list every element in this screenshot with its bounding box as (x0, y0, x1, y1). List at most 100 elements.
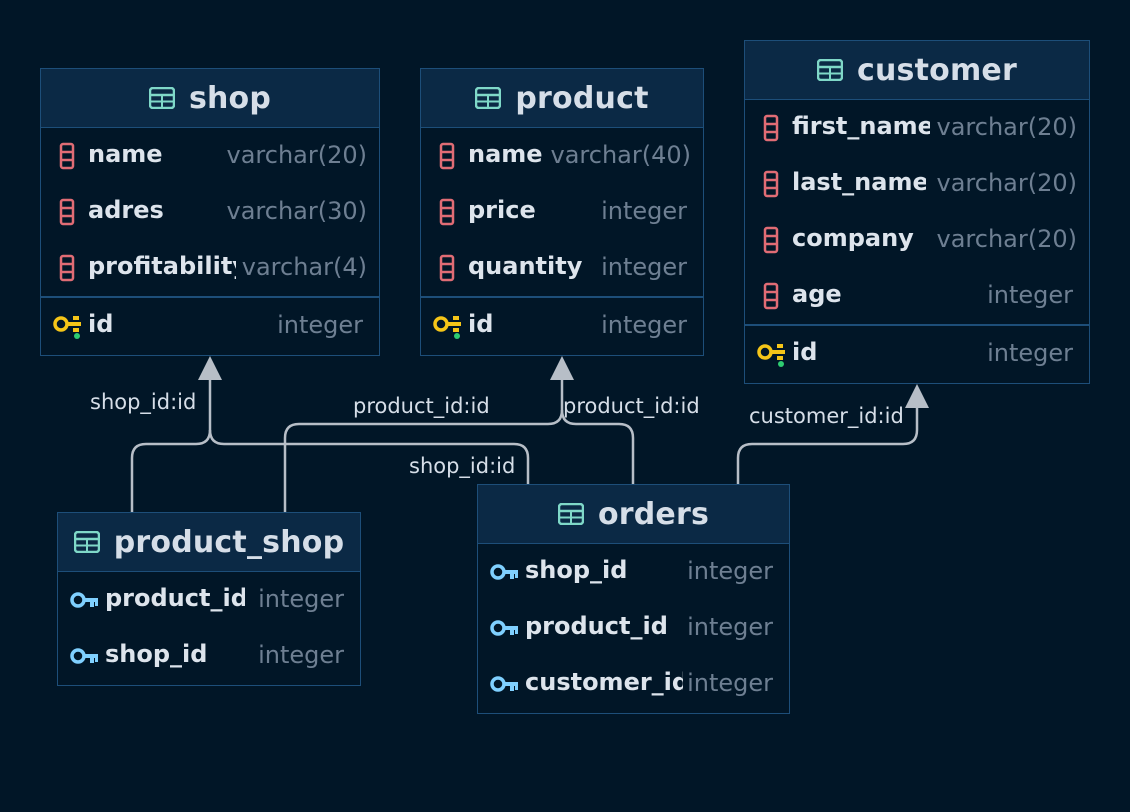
foreign-key-icon (70, 592, 98, 608)
column-icon (59, 198, 75, 226)
field-row[interactable]: shop_id integer (58, 628, 360, 684)
entity-shop[interactable]: shop name varchar(20) adres varchar(30) … (40, 68, 380, 356)
link-orders-to-product (560, 409, 635, 484)
column-icon (763, 170, 779, 198)
field-type: integer (987, 339, 1073, 367)
field-name: name (88, 140, 163, 168)
primary-key-row[interactable]: id integer (421, 296, 703, 356)
field-type: varchar(20) (936, 169, 1078, 197)
arrow-to-customer (905, 384, 929, 408)
entity-product[interactable]: product name varchar(40) price integer q… (420, 68, 704, 356)
entity-customer-header[interactable]: customer (745, 41, 1089, 100)
primary-key-row[interactable]: id integer (745, 324, 1089, 384)
field-type: integer (987, 281, 1073, 309)
field-type: integer (277, 311, 363, 339)
field-row[interactable]: profitability varchar(4) (41, 240, 379, 296)
field-name: product_id (525, 612, 668, 640)
field-type: varchar(20) (936, 113, 1078, 141)
field-type: varchar(30) (226, 197, 368, 225)
entity-shop-header[interactable]: shop (41, 69, 379, 128)
field-row[interactable]: price integer (421, 184, 703, 240)
field-name: customer_id (525, 668, 683, 696)
field-name: profitability (88, 252, 236, 280)
entity-orders-header[interactable]: orders (478, 485, 789, 544)
field-type: integer (601, 197, 687, 225)
entity-product-shop[interactable]: product_shop product_id integer shop_id … (57, 512, 361, 686)
entity-product-title: product (515, 80, 649, 116)
primary-key-icon (757, 344, 785, 367)
field-type: integer (687, 613, 773, 641)
entity-orders-title: orders (597, 496, 710, 532)
entity-customer[interactable]: customer first_name varchar(20) last_nam… (744, 40, 1090, 384)
table-grid-icon (73, 531, 100, 553)
field-type: varchar(4) (241, 253, 367, 281)
field-type: varchar(40) (550, 141, 692, 169)
field-row[interactable]: customer_id integer (478, 656, 789, 712)
entity-customer-title: customer (857, 52, 1017, 88)
field-type: varchar(20) (936, 225, 1078, 253)
column-icon (763, 114, 779, 142)
field-name: shop_id (105, 640, 208, 668)
relation-label-product-shop-shop: shop_id:id (90, 390, 197, 414)
field-row[interactable]: last_name varchar(20) (745, 156, 1089, 212)
field-name: id (88, 310, 114, 338)
column-icon (59, 142, 75, 170)
column-icon (763, 282, 779, 310)
field-row[interactable]: adres varchar(30) (41, 184, 379, 240)
relation-label-orders-product: product_id:id (563, 394, 700, 418)
column-icon (439, 142, 455, 170)
field-row[interactable]: name varchar(40) (421, 128, 703, 184)
field-type: integer (258, 641, 344, 669)
field-name: id (468, 310, 494, 338)
foreign-key-icon (490, 620, 518, 636)
relation-label-orders-customer: customer_id:id (749, 404, 904, 428)
field-name: company (792, 224, 914, 252)
primary-key-icon (53, 316, 81, 339)
table-grid-icon (817, 59, 844, 81)
field-row[interactable]: company varchar(20) (745, 212, 1089, 268)
table-grid-icon (475, 87, 502, 109)
field-type: integer (601, 253, 687, 281)
field-row[interactable]: product_id integer (58, 572, 360, 628)
entity-product-header[interactable]: product (421, 69, 703, 128)
field-type: integer (258, 585, 344, 613)
field-name: last_name (792, 168, 926, 196)
field-name: adres (88, 196, 164, 224)
field-type: integer (601, 311, 687, 339)
field-name: first_name (792, 112, 930, 140)
field-name: product_id (105, 584, 245, 612)
column-icon (59, 254, 75, 282)
column-icon (439, 254, 455, 282)
table-grid-icon (557, 503, 584, 525)
foreign-key-icon (490, 564, 518, 580)
field-type: integer (687, 669, 773, 697)
field-row[interactable]: shop_id integer (478, 544, 789, 600)
field-row[interactable]: first_name varchar(20) (745, 100, 1089, 156)
entity-orders[interactable]: orders shop_id integer product_id intege… (477, 484, 790, 714)
field-type: varchar(20) (226, 141, 368, 169)
link-orders-to-shop (208, 429, 530, 484)
link-product-shop-to-product (283, 380, 564, 512)
link-product-shop-to-shop (130, 380, 212, 512)
entity-product-shop-header[interactable]: product_shop (58, 513, 360, 572)
field-row[interactable]: name varchar(20) (41, 128, 379, 184)
column-icon (763, 226, 779, 254)
field-name: age (792, 280, 842, 308)
relation-label-product-shop-product: product_id:id (353, 394, 490, 418)
field-type: integer (687, 557, 773, 585)
relation-label-orders-shop: shop_id:id (409, 454, 516, 478)
entity-product-shop-title: product_shop (113, 524, 345, 560)
foreign-key-icon (70, 648, 98, 664)
field-row[interactable]: age integer (745, 268, 1089, 324)
arrow-to-product (550, 356, 574, 380)
foreign-key-icon (490, 676, 518, 692)
field-row[interactable]: quantity integer (421, 240, 703, 296)
primary-key-icon (433, 316, 461, 339)
field-name: quantity (468, 252, 583, 280)
field-name: name (468, 140, 543, 168)
arrow-to-shop (198, 356, 222, 380)
field-row[interactable]: product_id integer (478, 600, 789, 656)
primary-key-row[interactable]: id integer (41, 296, 379, 356)
